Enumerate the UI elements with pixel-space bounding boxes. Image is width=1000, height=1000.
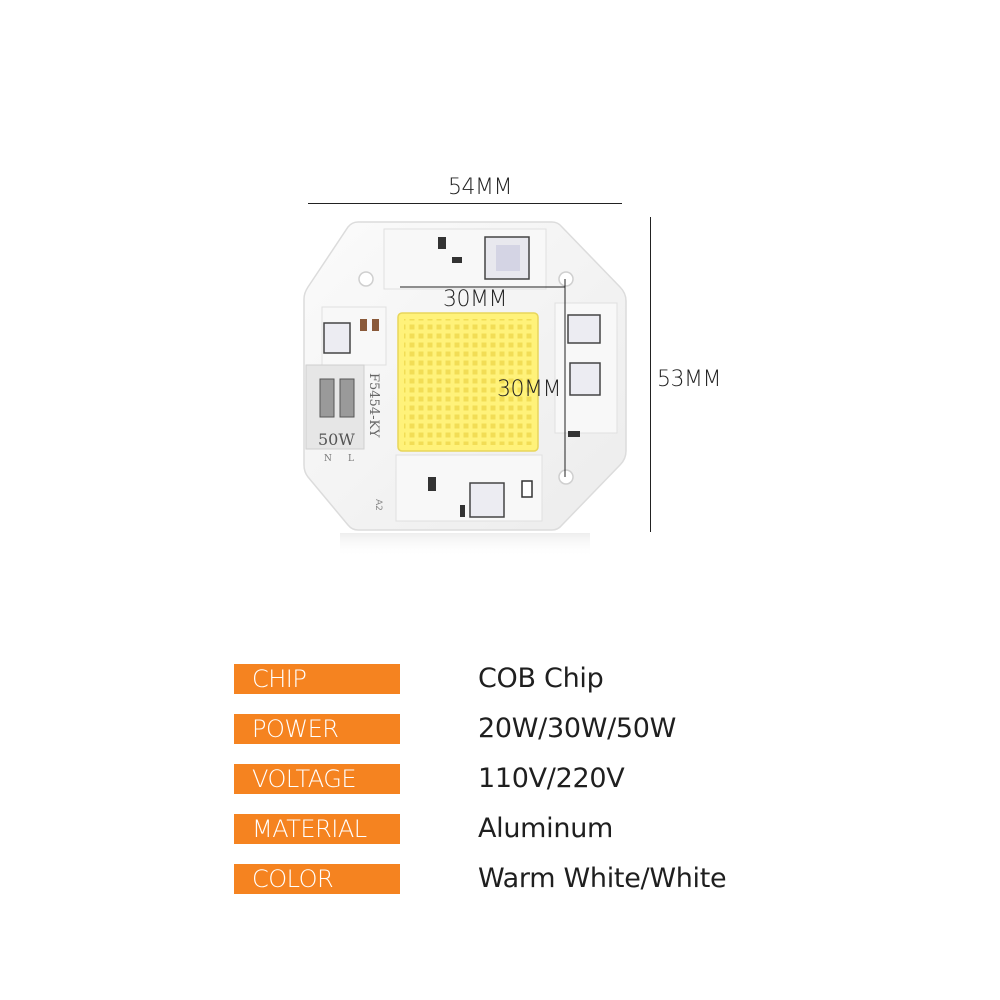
terminal-pin — [339, 378, 355, 418]
smd-component — [372, 319, 379, 331]
spec-value: Aluminum — [478, 813, 614, 844]
smd-pad — [469, 482, 505, 518]
width-dimension-label: 54MM — [448, 175, 512, 200]
smd-pad — [323, 322, 351, 354]
smd-component — [460, 505, 465, 517]
chip-width-label: 30MM — [443, 287, 507, 312]
pin-n-marking: N — [324, 454, 332, 464]
spec-row-power: POWER 20W/30W/50W — [234, 714, 754, 744]
height-dimension-line — [650, 217, 651, 532]
pin-l-marking: L — [348, 454, 354, 464]
smd-component — [452, 257, 462, 263]
smd-pad-inner — [496, 245, 520, 271]
mounting-hole — [558, 469, 574, 485]
chip-height-label: 30MM — [497, 377, 561, 402]
cob-led-board: F5454-KY 50W N L A2 — [303, 221, 627, 557]
terminal-pin — [319, 378, 335, 418]
spec-label: COLOR — [234, 864, 400, 894]
smd-pad — [569, 362, 601, 396]
spec-label: POWER — [234, 714, 400, 744]
spec-value: COB Chip — [478, 663, 604, 694]
spec-row-material: MATERIAL Aluminum — [234, 814, 754, 844]
board-wattage-marking: 50W — [318, 430, 355, 449]
corner-marking: A2 — [373, 499, 383, 511]
spec-row-voltage: VOLTAGE 110V/220V — [234, 764, 754, 794]
smd-component — [438, 237, 446, 249]
spec-label: CHIP — [234, 664, 400, 694]
mounting-hole — [558, 271, 574, 287]
smd-component — [360, 319, 367, 331]
spec-row-color: COLOR Warm White/White — [234, 864, 754, 894]
width-dimension-line — [308, 203, 622, 204]
spec-row-chip: CHIP COB Chip — [234, 664, 754, 694]
board-model-marking: F5454-KY — [366, 373, 381, 438]
board-reflection — [340, 533, 590, 557]
smd-component — [428, 477, 436, 491]
spec-label: VOLTAGE — [234, 764, 400, 794]
smd-component — [521, 480, 533, 498]
mounting-hole — [358, 271, 374, 287]
smd-component — [568, 431, 580, 437]
height-dimension-label: 53MM — [657, 367, 721, 392]
board-panel — [395, 454, 543, 522]
spec-value: Warm White/White — [478, 863, 727, 894]
spec-value: 110V/220V — [478, 763, 625, 794]
smd-pad — [567, 314, 601, 344]
led-array — [404, 319, 532, 445]
spec-label: MATERIAL — [234, 814, 400, 844]
spec-value: 20W/30W/50W — [478, 713, 677, 744]
